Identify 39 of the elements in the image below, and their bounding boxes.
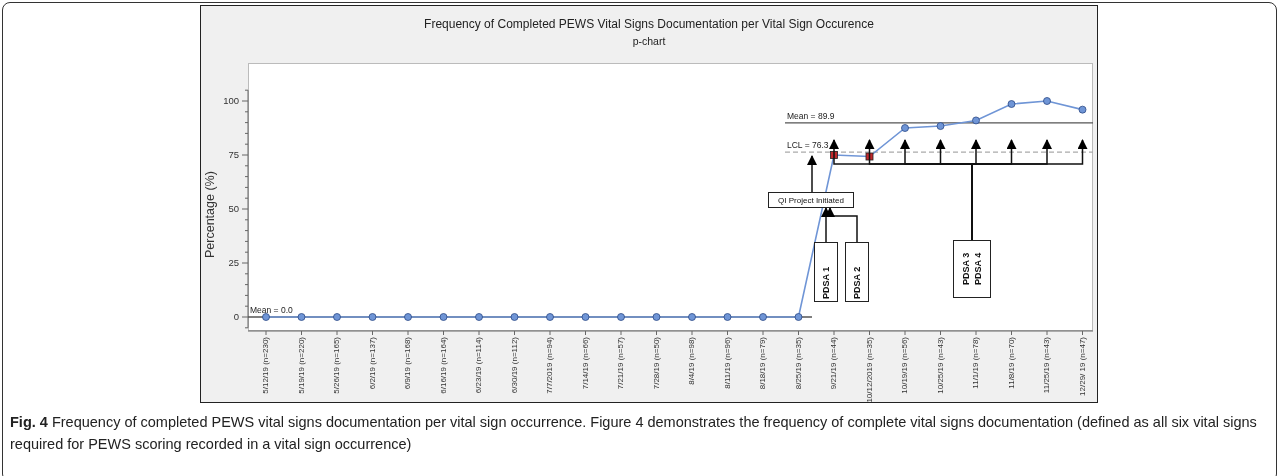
category-label: 5/26/19 (n=165) bbox=[331, 337, 342, 394]
event-label: QI Project Initiated bbox=[778, 195, 844, 205]
tick-label: 75 bbox=[227, 149, 239, 160]
reference-line-label: LCL = 76.3 bbox=[787, 140, 829, 151]
reference-line-label: Mean = 0.0 bbox=[250, 305, 293, 315]
category-label: 5/19/19 (n=220) bbox=[295, 337, 307, 394]
category-label: 7/7/2019 (n=94) bbox=[544, 337, 555, 394]
tick-label: 0 bbox=[232, 311, 239, 322]
category-label: 6/16/19 (n=164) bbox=[437, 337, 449, 394]
axis-title: Percentage (%) bbox=[203, 170, 217, 261]
category-label: 11/8/19 (n=70) bbox=[1005, 337, 1017, 389]
pdsa-label: PDSA 3 PDSA 4 bbox=[960, 251, 984, 288]
category-label: 8/4/19 (n=98) bbox=[686, 337, 697, 385]
category-label: 8/25/19 (n=35) bbox=[792, 337, 804, 390]
category-label: 11/1/19 (n=78) bbox=[970, 337, 981, 389]
pdsa-label: PDSA 2 bbox=[851, 265, 863, 299]
chart-title: Frequency of Completed PEWS Vital Signs Documentation per Vital Sign Occurence bbox=[423, 17, 875, 31]
pdsa-label: PDSA 1 bbox=[820, 265, 832, 299]
category-label: 11/25/19 (n=43) bbox=[1041, 337, 1052, 394]
category-label: 9/21/19 (n=44) bbox=[828, 337, 839, 390]
category-label: 8/11/19 (n=96) bbox=[721, 337, 733, 389]
category-label: 8/18/19 (n=79) bbox=[757, 337, 768, 390]
figure-caption: Fig. 4 Frequency of completed PEWS vital signs documentation per vital sign occurrence. Figure 4 demonstrates the frequency of complete vital signs documentation (defined as all six vital signs required for PEWS scoring recorded in a vital sign occurrence) bbox=[10, 413, 1258, 454]
category-label: 7/28/19 (n=50) bbox=[650, 337, 662, 390]
tick-label: 100 bbox=[222, 95, 239, 106]
category-label: 6/9/19 (n=168) bbox=[402, 337, 413, 390]
chart-subtitle: p-chart bbox=[631, 35, 667, 47]
category-label: 10/19/19 (n=56) bbox=[899, 337, 910, 394]
category-label: 6/30/19 (n=112) bbox=[508, 337, 520, 394]
category-label: 12/29/ 19 (n=47) bbox=[1076, 337, 1088, 396]
tick-label: 25 bbox=[227, 257, 239, 268]
category-label: 6/23/19 (n=114) bbox=[473, 337, 484, 394]
reference-line-label: Mean = 89.9 bbox=[787, 110, 835, 121]
category-label: 6/2/19 (n=137) bbox=[366, 337, 378, 390]
category-label: 10/12/2019 (n=35) bbox=[863, 337, 875, 403]
category-label: 5/12/19 (n=230) bbox=[260, 337, 271, 394]
category-label: 7/14/19 (n=66) bbox=[579, 337, 591, 390]
category-label: 10/25/19 (n=43) bbox=[934, 337, 946, 394]
category-label: 7/21/19 (n=57) bbox=[615, 337, 626, 390]
